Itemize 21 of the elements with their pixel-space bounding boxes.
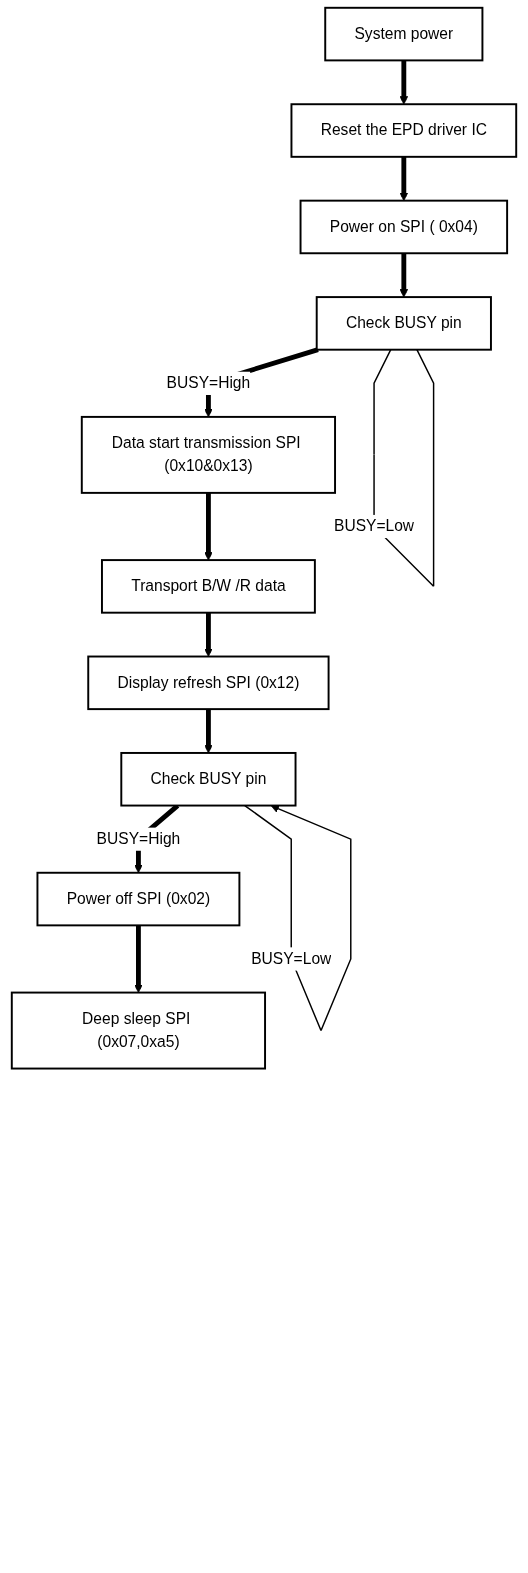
node-box: System power — [324, 6, 484, 62]
node-box: Power on SPI ( 0x04) — [299, 199, 509, 255]
node-box: Check BUSY pin — [315, 296, 492, 351]
node-box: Check BUSY pin — [120, 751, 297, 807]
edge-label: BUSY=Low — [251, 950, 332, 967]
node-box: Power off SPI (0x02) — [36, 871, 241, 927]
node-box: Display refresh SPI (0x12) — [87, 655, 330, 711]
arrow — [204, 492, 213, 561]
arrow — [204, 612, 213, 657]
arrow — [399, 253, 409, 298]
edge-label: BUSY=High — [96, 830, 181, 847]
arrow — [204, 709, 213, 754]
node-box: Reset the EPD driver IC — [290, 103, 518, 158]
arrow — [134, 925, 143, 993]
arrow — [399, 156, 409, 202]
edge-label: BUSY=Low — [333, 517, 415, 535]
node-box: Transport B/W /R data — [101, 559, 316, 614]
node-box: Deep sleep SPI (0x07,0xa5) — [10, 991, 267, 1070]
edge-label: BUSY=High — [166, 374, 251, 392]
node-box: Data start transmission SPI (0x10&0x13) — [80, 415, 337, 494]
arrow — [399, 60, 409, 105]
